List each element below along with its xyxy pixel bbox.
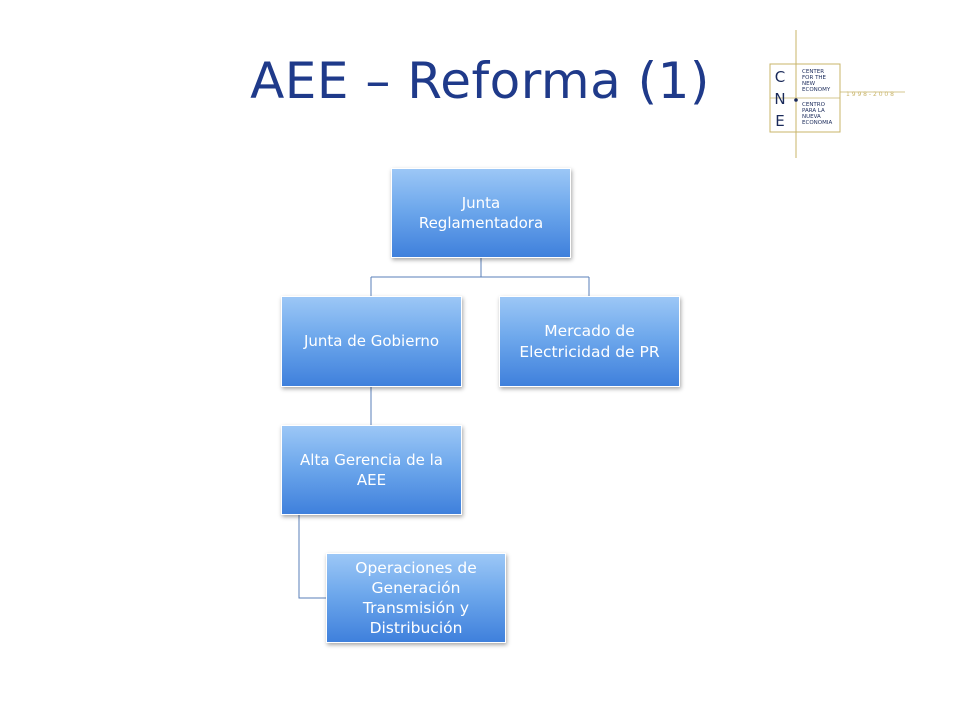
org-box-alta-gerencia: Alta Gerencia de la AEE: [281, 425, 462, 515]
logo-es-2: PARA LA: [802, 108, 825, 114]
logo-letter-e: E: [775, 112, 784, 130]
logo-letter-n: N: [774, 90, 785, 108]
logo-en-4: ECONOMY: [802, 87, 831, 93]
org-label-mercado: Mercado de Electricidad de PR: [519, 321, 660, 361]
logo-en-3: NEW: [802, 81, 816, 87]
org-label-alta-gerencia: Alta Gerencia de la AEE: [300, 450, 443, 489]
logo-es-4: ECONOMIA: [802, 120, 832, 126]
logo-es-1: CENTRO: [802, 102, 826, 108]
connector-gerencia-to-operaciones: [298, 515, 326, 599]
logo-letter-c: C: [775, 68, 785, 86]
org-box-operaciones: Operaciones de Generación Transmisión y …: [326, 553, 506, 643]
logo-dot: [794, 98, 798, 102]
org-label-junta-reglamentadora: Junta Reglamentadora: [418, 193, 544, 232]
org-box-mercado: Mercado de Electricidad de PR: [499, 296, 680, 387]
org-label-operaciones: Operaciones de Generación Transmisión y …: [355, 558, 477, 638]
logo-en-1: CENTER: [802, 69, 824, 75]
logo-en-2: FOR THE: [802, 75, 827, 81]
logo-years: 1 9 9 8 - 2 0 0 8: [846, 91, 894, 98]
slide-title: AEE – Reforma (1): [250, 52, 710, 110]
org-label-junta-gobierno: Junta de Gobierno: [303, 332, 440, 351]
org-box-junta-reglamentadora: Junta Reglamentadora: [391, 168, 571, 258]
org-box-junta-gobierno: Junta de Gobierno: [281, 296, 462, 387]
logo-es-3: NUEVA: [802, 114, 821, 120]
